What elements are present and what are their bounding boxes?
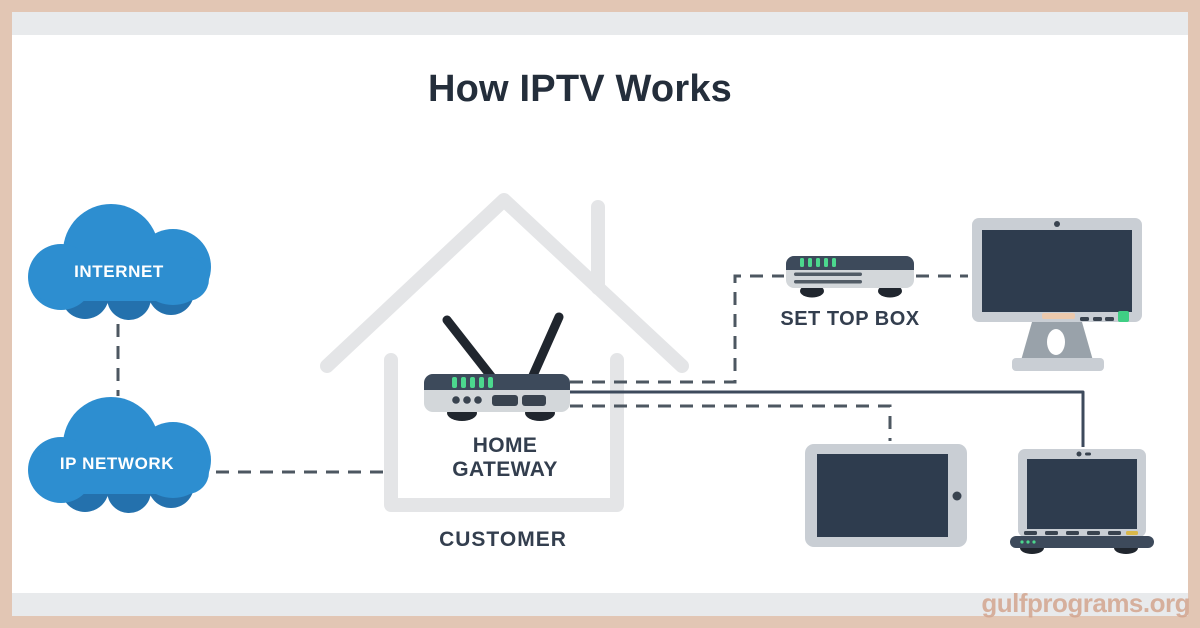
house-icon [320, 193, 689, 512]
laptop-icon [1010, 449, 1154, 554]
top-gray-band [12, 12, 1188, 35]
dashed-connectors [116, 274, 968, 474]
set-top-box-icon [786, 256, 914, 298]
ip-network-label: IP NETWORK [59, 454, 175, 473]
connector-gateway-to-tablet [570, 404, 892, 441]
tv-monitor-icon [972, 218, 1142, 371]
router-icon [424, 312, 570, 421]
connector-gateway-to-settopbox [570, 274, 784, 384]
internet-cloud-icon [28, 204, 211, 320]
internet-label: INTERNET [74, 262, 164, 281]
page-title: How IPTV Works [427, 68, 733, 110]
connector-gateway-to-laptop [570, 390, 1085, 447]
customer-label: CUSTOMER [439, 528, 567, 551]
home-gateway-label-line1: HOME [472, 434, 538, 457]
tablet-icon [805, 444, 967, 547]
home-gateway-label: HOME GATEWAY [405, 434, 605, 482]
ip-network-cloud-icon [28, 397, 211, 513]
watermark: gulfprograms.org [981, 588, 1190, 618]
home-gateway-label-line2: GATEWAY [452, 458, 558, 482]
bottom-gray-band [12, 593, 1188, 616]
set-top-box-label: SET TOP BOX [780, 308, 920, 330]
